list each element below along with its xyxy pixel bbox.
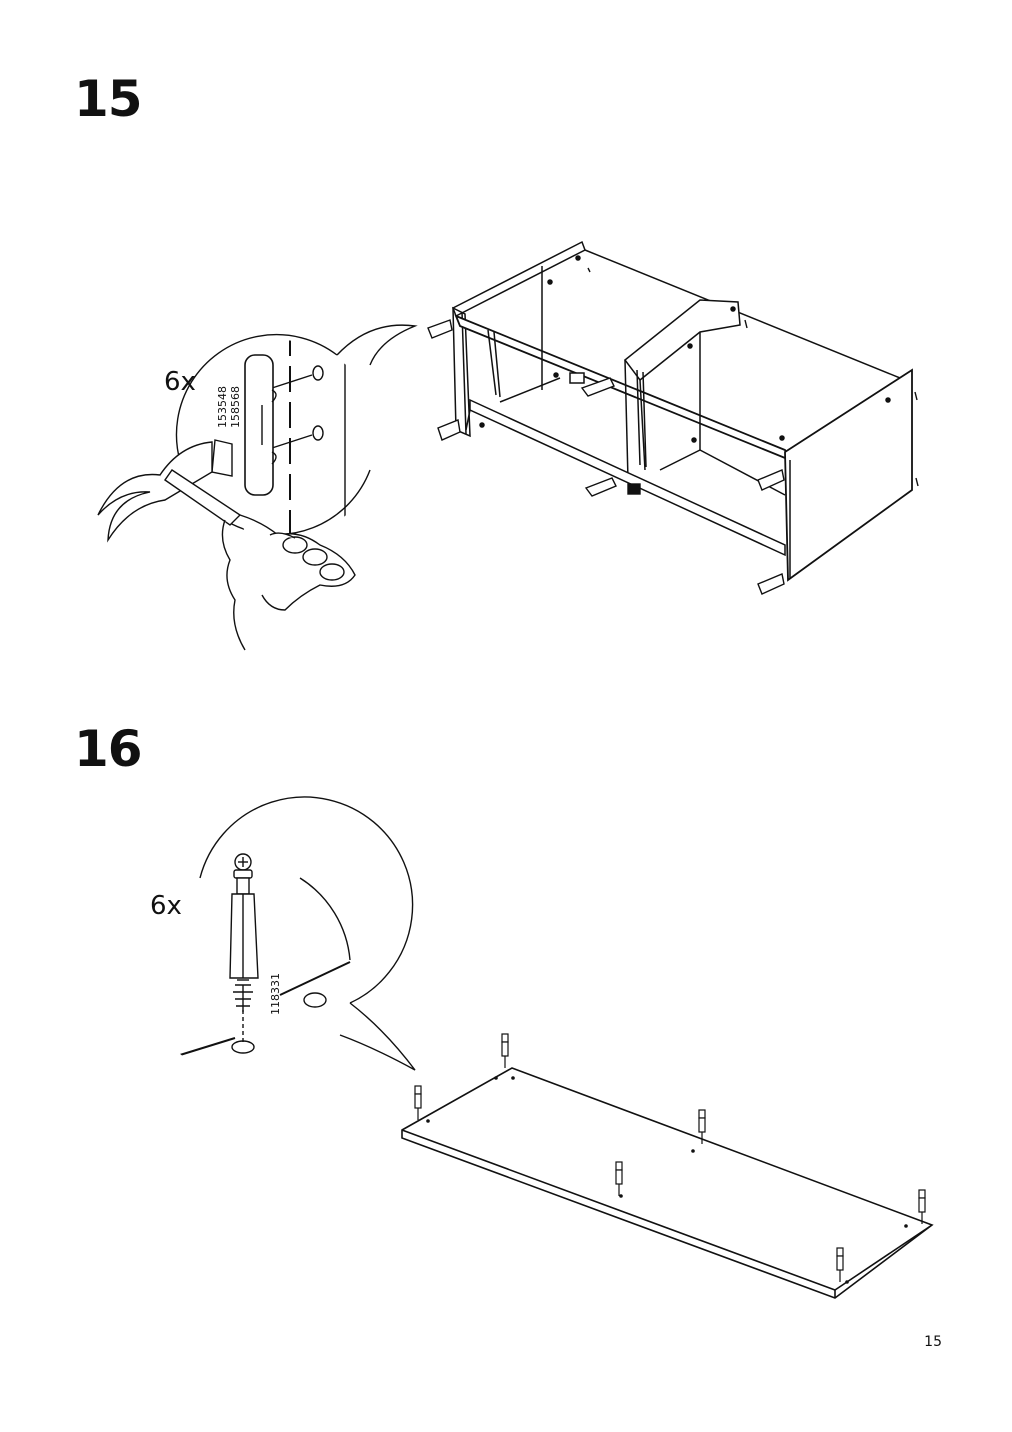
step16-detail-bubble bbox=[179, 796, 416, 1071]
step-number-16: 16 bbox=[74, 720, 143, 778]
panel-cam-bolts bbox=[414, 1033, 926, 1282]
part-number-153548: 153548 bbox=[216, 386, 229, 428]
hammer-hand-icon bbox=[97, 439, 356, 651]
top-panel bbox=[401, 1067, 934, 1299]
cam-bolt-icon bbox=[229, 853, 259, 1012]
quantity-label-16: 6x bbox=[150, 891, 182, 921]
page-number: 15 bbox=[924, 1334, 942, 1350]
step15-detail-bubble bbox=[175, 324, 418, 540]
part-number-158568: 158568 bbox=[229, 386, 242, 428]
part-number-118331: 118331 bbox=[269, 973, 282, 1015]
step-number-15: 15 bbox=[74, 70, 143, 128]
cam-fittings bbox=[427, 267, 919, 595]
fitting-piece bbox=[244, 354, 274, 496]
panel-holes bbox=[426, 1076, 908, 1284]
quantity-label-15: 6x bbox=[164, 367, 196, 397]
cabinet-frame bbox=[452, 240, 913, 582]
